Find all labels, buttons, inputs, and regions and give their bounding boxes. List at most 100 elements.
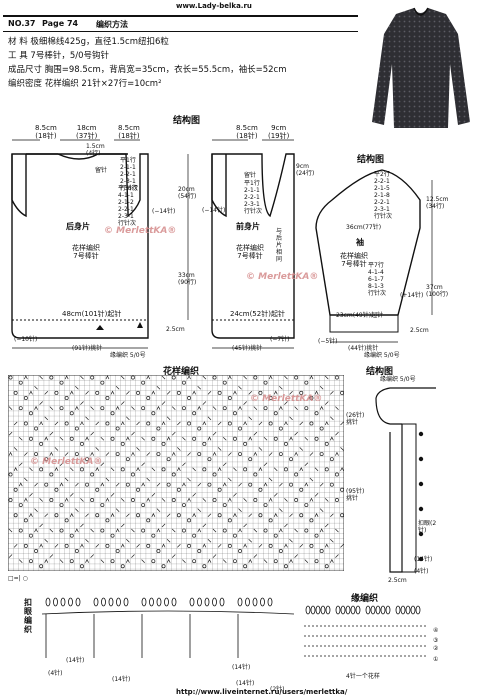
back-neck: 1.5cm(4行) <box>86 143 105 157</box>
chart-yo-symbol <box>100 406 105 411</box>
chart-yo-symbol <box>141 503 146 507</box>
front-minus-right: (−14针) <box>152 208 176 215</box>
chart-cdd-symbol <box>64 375 69 380</box>
chart-yo-symbol <box>90 472 95 477</box>
chart-yo-symbol <box>54 513 59 518</box>
chart-decrease-symbol <box>171 406 176 410</box>
chart-decrease-symbol <box>8 554 13 558</box>
edging-petal <box>320 605 326 615</box>
chart-yo-symbol <box>268 518 273 523</box>
back-minus: (−10针) <box>14 336 38 343</box>
chart-yo-symbol <box>151 533 156 538</box>
chart-decrease-symbol <box>314 467 319 472</box>
chart-cdd-symbol <box>39 543 44 548</box>
front-bottom: (45针)挑针 <box>232 345 263 352</box>
chart-yo-symbol <box>105 396 110 400</box>
chart-cdd-symbol <box>324 543 329 548</box>
chart-decrease-symbol <box>18 436 23 441</box>
chart-cdd-symbol <box>243 421 248 426</box>
chart-decrease-symbol <box>8 406 13 410</box>
chart-yo-symbol <box>146 396 151 400</box>
chart-decrease-symbol <box>95 544 100 548</box>
chart-yo-symbol <box>151 559 156 564</box>
edging-petal <box>45 597 51 607</box>
edging-petal <box>219 597 225 607</box>
chart-cdd-symbol <box>314 512 319 517</box>
chart-decrease-symbol <box>294 431 298 436</box>
front-name: 前身片 <box>236 222 260 231</box>
site-url[interactable]: www.Lady-belka.ru <box>176 2 252 10</box>
chart-yo-symbol <box>181 503 186 507</box>
chart-yo-symbol <box>314 533 319 538</box>
chart-decrease-symbol <box>115 482 120 487</box>
chart-decrease-symbol <box>85 513 89 518</box>
chart-decrease-symbol <box>75 385 79 390</box>
chart-cdd-symbol <box>23 497 28 502</box>
edging-diagram-left <box>41 597 295 658</box>
chart-yo-symbol <box>105 421 110 426</box>
edging-petal <box>405 605 411 615</box>
chart-decrease-symbol <box>166 391 171 395</box>
spec-size: 成品尺寸 胸围=98.5cm，背肩宽=35cm，衣长=55.5cm，袖长=52c… <box>8 65 287 75</box>
lace-chart-grid <box>8 375 344 571</box>
pattern-number: NO.37 <box>8 19 36 28</box>
chart-yo-symbol <box>202 564 207 569</box>
footer-url[interactable]: http://www.liveinternet.ru/users/merlett… <box>176 688 348 696</box>
edge-st-5: (14针) <box>236 680 255 687</box>
chart-cdd-symbol <box>273 512 278 517</box>
chart-yo-symbol <box>227 543 232 548</box>
chart-yo-symbol <box>166 457 171 462</box>
chart-decrease-symbol <box>273 467 278 472</box>
chart-yo-symbol <box>324 441 329 446</box>
chart-yo-symbol <box>136 513 140 518</box>
edging-petal <box>267 597 273 607</box>
chart-yo-symbol <box>69 436 74 441</box>
chart-decrease-symbol <box>171 528 176 533</box>
edging-petal <box>355 605 361 615</box>
chart-cdd-symbol <box>294 451 299 456</box>
chart-decrease-symbol <box>182 559 186 563</box>
chart-yo-symbol <box>222 406 227 411</box>
chart-cdd-symbol <box>105 375 110 380</box>
watermark-4: © MerlettKA® <box>30 457 103 467</box>
chart-yo-symbol <box>79 564 84 569</box>
chart-cdd-symbol <box>146 497 151 502</box>
chart-yo-symbol <box>176 487 181 492</box>
spec-gauge: 编织密度 花样编织 21针×27行=10cm² <box>8 79 162 89</box>
back-top-mid: 18cm(37针) <box>76 124 98 140</box>
edging-petal <box>189 597 195 607</box>
chart-yo-symbol <box>304 406 309 411</box>
chart-decrease-symbol <box>44 538 49 543</box>
chart-yo-symbol <box>64 421 69 426</box>
chart-cdd-symbol <box>13 467 18 472</box>
pattern-title: 花样编织 <box>163 367 200 377</box>
chart-yo-symbol <box>284 564 288 569</box>
buttonhole-mark <box>418 531 424 537</box>
edge-st-4: (4针) <box>48 670 63 677</box>
chart-yo-symbol <box>329 457 334 462</box>
legend: □=| ○ <box>8 575 28 582</box>
chart-yo-symbol <box>49 472 54 477</box>
chart-cdd-symbol <box>80 421 84 426</box>
chart-yo-symbol <box>187 518 191 523</box>
chart-cdd-symbol <box>146 375 151 380</box>
chart-decrease-symbol <box>228 477 232 482</box>
chart-yo-symbol <box>69 559 74 564</box>
sleeve-hem: 2.5cm <box>410 327 429 334</box>
chart-cdd-symbol <box>299 467 304 472</box>
chart-decrease-symbol <box>177 421 181 426</box>
chart-yo-symbol <box>284 441 288 446</box>
chart-yo-symbol <box>95 513 100 518</box>
chart-decrease-symbol <box>304 462 309 467</box>
chart-cdd-symbol <box>258 467 263 472</box>
chart-decrease-symbol <box>171 554 176 558</box>
chart-decrease-symbol <box>29 493 33 497</box>
chart-decrease-symbol <box>75 508 79 512</box>
chart-cdd-symbol <box>329 436 334 441</box>
chart-yo-symbol <box>125 457 130 462</box>
chart-yo-symbol <box>23 421 28 426</box>
chart-yo-symbol <box>278 548 283 553</box>
sweater-photo <box>362 4 478 134</box>
